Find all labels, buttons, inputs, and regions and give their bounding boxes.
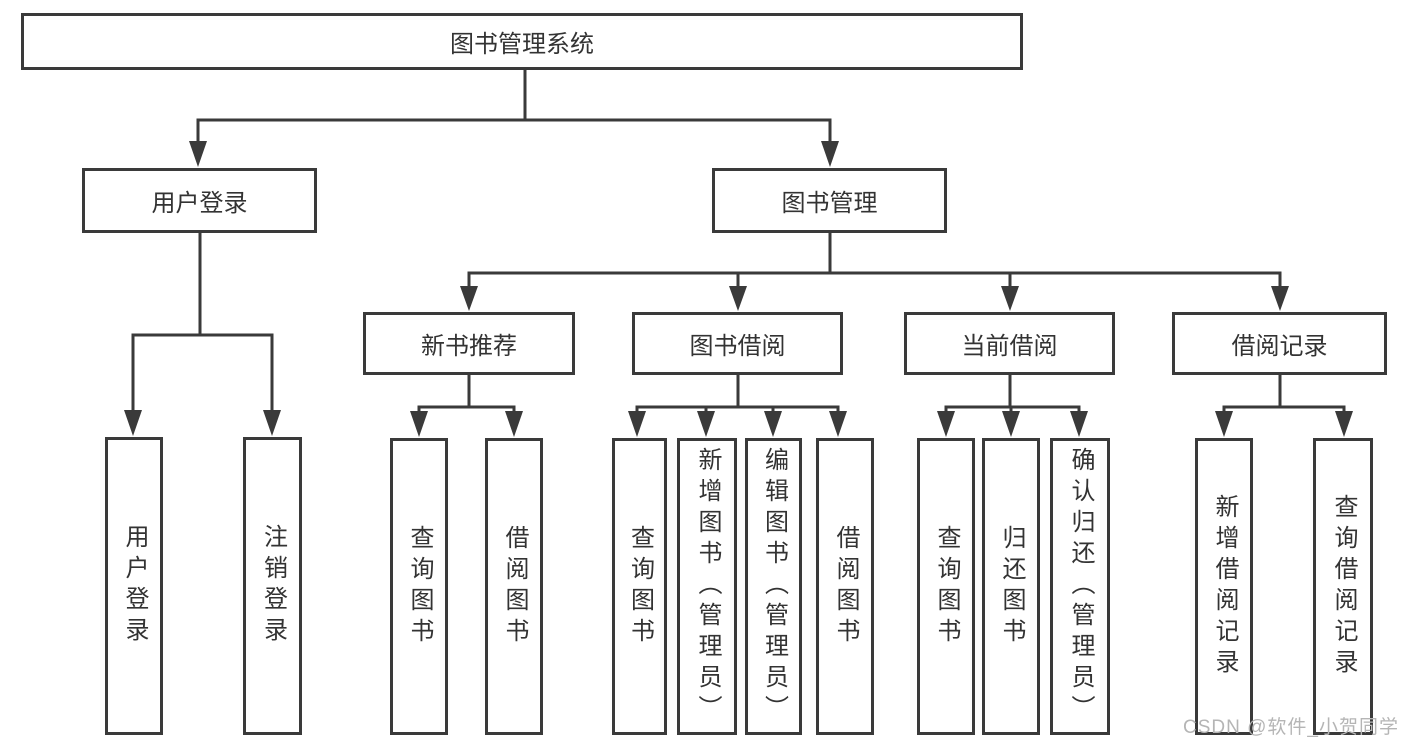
leaf-add-book-admin: 新增图书（管理员） bbox=[677, 438, 737, 735]
node-book-borrow-label: 图书借阅 bbox=[689, 333, 786, 360]
node-new-book-recommend-label: 新书推荐 bbox=[421, 333, 517, 360]
node-borrow-records-label: 借阅记录 bbox=[1231, 333, 1328, 360]
node-user-login: 用户登录 bbox=[82, 168, 317, 233]
leaf-add-borrow-record: 新增借阅记录 bbox=[1195, 438, 1253, 735]
leaf-query-book-newrec-label: 查询图书 bbox=[406, 524, 433, 649]
csdn-watermark: CSDN @软件_小贺同学 bbox=[1183, 717, 1399, 738]
node-current-borrow: 当前借阅 bbox=[904, 312, 1115, 375]
leaf-user-login-label: 用户登录 bbox=[121, 524, 148, 648]
node-book-management: 图书管理 bbox=[712, 168, 947, 233]
node-current-borrow-label: 当前借阅 bbox=[961, 333, 1058, 360]
leaf-borrow-book-borrow-label: 借阅图书 bbox=[832, 524, 859, 649]
leaf-user-login: 用户登录 bbox=[105, 437, 163, 735]
node-new-book-recommend: 新书推荐 bbox=[363, 312, 575, 375]
leaf-edit-book-admin: 编辑图书（管理员） bbox=[745, 438, 802, 735]
arrowheads bbox=[124, 141, 1353, 437]
leaf-return-book: 归还图书 bbox=[982, 438, 1040, 735]
leaf-query-borrow-record-label: 查询借阅记录 bbox=[1330, 493, 1357, 680]
node-book-borrow: 图书借阅 bbox=[632, 312, 843, 375]
leaf-add-book-admin-label: 新增图书（管理员） bbox=[694, 447, 721, 726]
node-user-login-label: 用户登录 bbox=[151, 190, 248, 217]
leaf-query-book-current: 查询图书 bbox=[917, 438, 975, 735]
leaf-borrow-book-newrec: 借阅图书 bbox=[485, 438, 543, 735]
node-book-management-label: 图书管理 bbox=[781, 190, 878, 217]
leaf-return-book-label: 归还图书 bbox=[998, 524, 1025, 649]
leaf-query-book-borrow: 查询图书 bbox=[612, 438, 667, 735]
leaf-add-borrow-record-label: 新增借阅记录 bbox=[1211, 493, 1238, 680]
leaf-query-book-newrec: 查询图书 bbox=[390, 438, 448, 735]
leaf-logout-label: 注销登录 bbox=[259, 524, 287, 648]
leaf-edit-book-admin-label: 编辑图书（管理员） bbox=[760, 447, 788, 726]
leaf-borrow-book-borrow: 借阅图书 bbox=[816, 438, 874, 735]
leaf-confirm-return-admin: 确认归还（管理员） bbox=[1050, 438, 1110, 735]
node-borrow-records: 借阅记录 bbox=[1172, 312, 1387, 375]
leaf-query-borrow-record: 查询借阅记录 bbox=[1313, 438, 1373, 735]
leaf-query-book-current-label: 查询图书 bbox=[933, 524, 960, 649]
leaf-borrow-book-newrec-label: 借阅图书 bbox=[501, 524, 528, 649]
leaf-query-book-borrow-label: 查询图书 bbox=[626, 524, 654, 649]
leaf-confirm-return-admin-label: 确认归还（管理员） bbox=[1067, 447, 1094, 726]
leaf-logout: 注销登录 bbox=[243, 437, 302, 735]
node-root: 图书管理系统 bbox=[21, 13, 1023, 70]
node-root-label: 图书管理系统 bbox=[450, 31, 594, 58]
